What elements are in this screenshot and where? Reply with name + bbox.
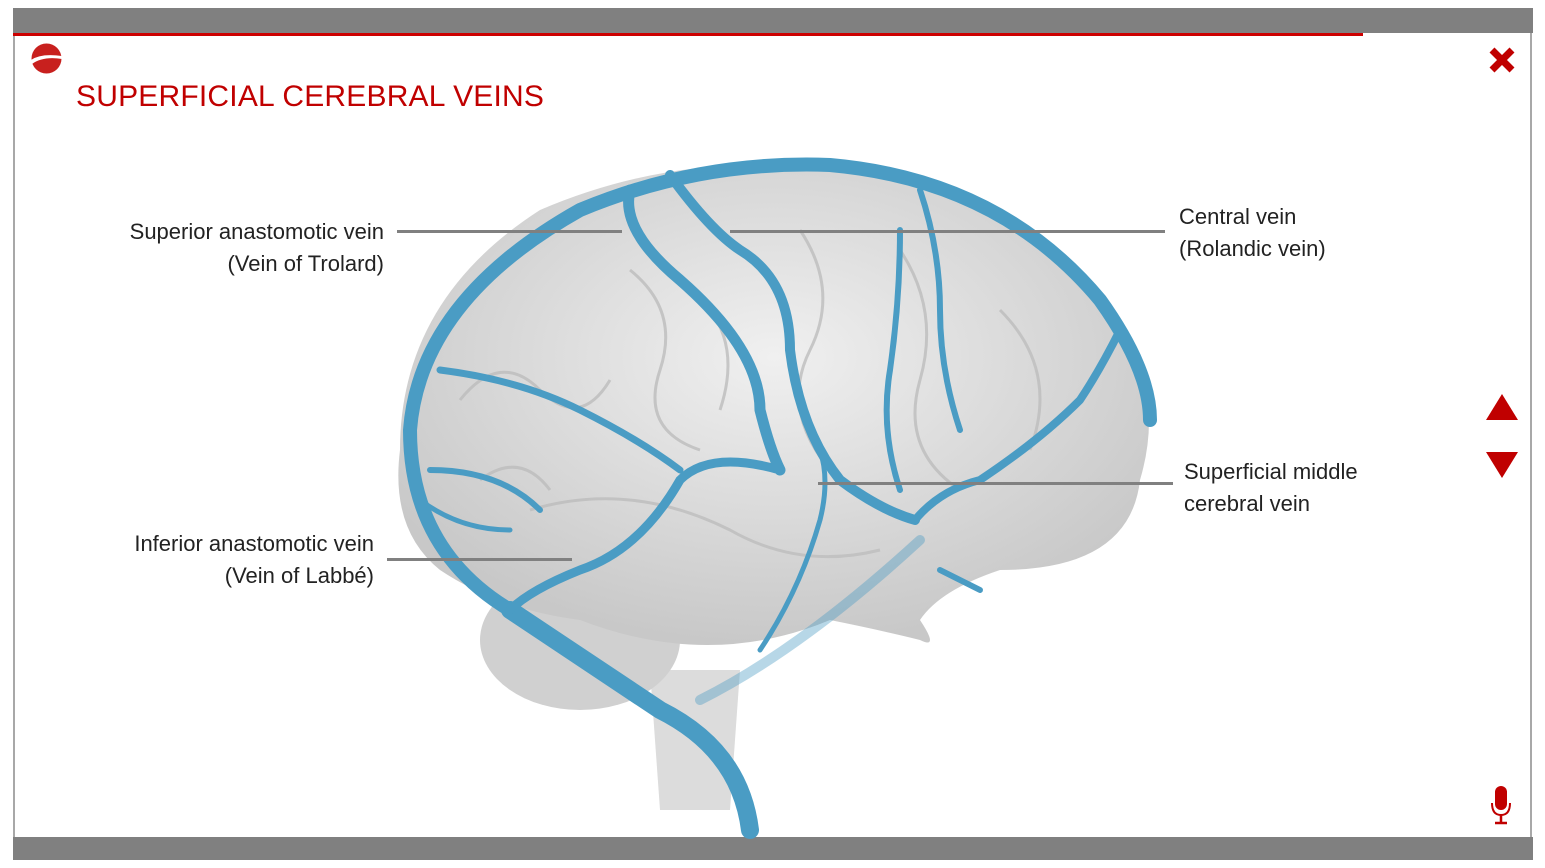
label-line-2: cerebral vein <box>1184 491 1310 516</box>
pointer-superior <box>397 230 622 233</box>
label-line-2: (Rolandic vein) <box>1179 236 1326 261</box>
bottom-bar <box>13 837 1533 860</box>
close-icon[interactable] <box>1486 44 1518 76</box>
label-line-1: Central vein <box>1179 204 1297 229</box>
pointer-middle <box>818 482 1173 485</box>
pointer-central <box>730 230 1165 233</box>
label-central-vein: Central vein (Rolandic vein) <box>1179 201 1479 265</box>
label-superficial-middle-cerebral-vein: Superficial middle cerebral vein <box>1184 456 1484 520</box>
label-line-2: (Vein of Labbé) <box>224 563 374 588</box>
triangle-up-icon[interactable] <box>1486 393 1518 421</box>
top-bar <box>13 8 1533 33</box>
triangle-down-icon[interactable] <box>1486 451 1518 479</box>
label-line-1: Superior anastomotic vein <box>129 219 384 244</box>
label-line-2: (Vein of Trolard) <box>227 251 384 276</box>
pointer-inferior <box>387 558 572 561</box>
logo-icon <box>31 43 62 74</box>
label-inferior-anastomotic-vein: Inferior anastomotic vein (Vein of Labbé… <box>50 528 374 592</box>
progress-line <box>13 33 1363 36</box>
page-title: SUPERFICIAL CEREBRAL VEINS <box>76 80 545 113</box>
brain-illustration <box>398 157 1157 839</box>
label-line-1: Superficial middle <box>1184 459 1358 484</box>
label-line-1: Inferior anastomotic vein <box>134 531 374 556</box>
label-superior-anastomotic-vein: Superior anastomotic vein (Vein of Trola… <box>60 216 384 280</box>
microphone-icon[interactable] <box>1489 785 1513 825</box>
